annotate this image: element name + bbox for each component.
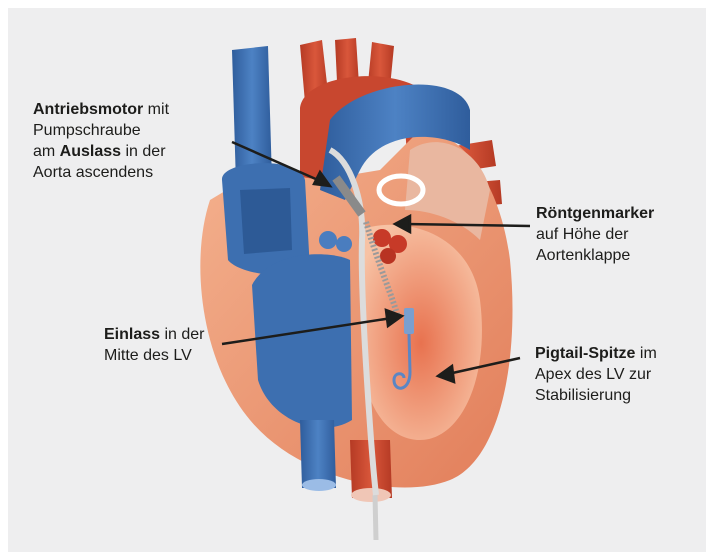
label-motor: Antriebsmotor mit Pumpschraube am Auslas…: [33, 99, 169, 183]
inlet-window: [404, 308, 414, 334]
tricuspid-leaflet-1: [319, 231, 337, 249]
label-pigtail: Pigtail-Spitze im Apex des LV zur Stabil…: [535, 343, 657, 406]
tricuspid-leaflet-2: [336, 236, 352, 252]
right-atrium-inner: [240, 188, 292, 254]
ivc-opening: [302, 479, 336, 491]
inferior-vena-cava: [300, 420, 336, 488]
label-inlet: Einlass in der Mitte des LV: [104, 324, 205, 366]
catheter-shaft: [375, 495, 376, 540]
aorta-opening: [351, 488, 391, 502]
label-marker: Röntgenmarker auf Höhe der Aortenklappe: [536, 203, 654, 266]
valve-marker-3: [380, 248, 396, 264]
